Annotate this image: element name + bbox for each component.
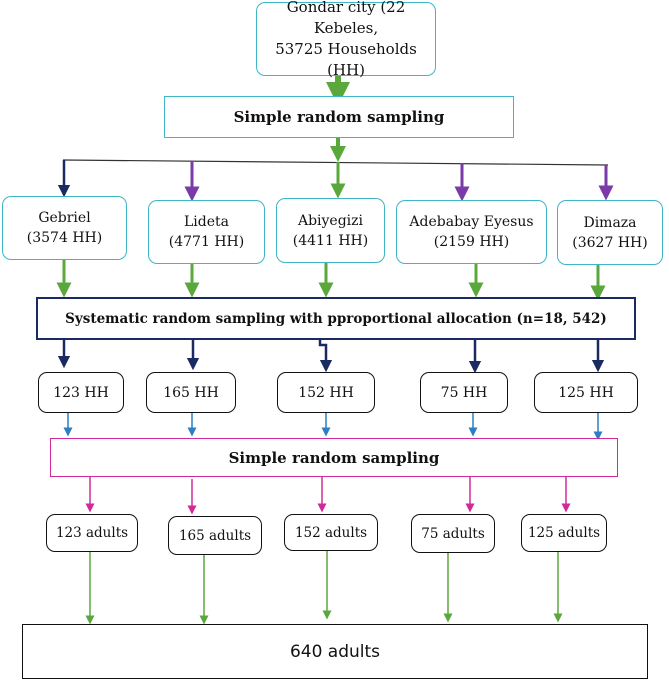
root-line-2: 53725 Households (HH) — [275, 40, 417, 79]
kebele-households: (4771 HH) — [168, 234, 245, 250]
sample-hh-label: 125 HH — [558, 384, 614, 401]
adults-box-2: 165 adults — [168, 516, 262, 555]
kebele-name: Abiyegizi — [297, 212, 364, 229]
adults-box-1: 123 adults — [46, 514, 138, 552]
adults-label: 125 adults — [527, 525, 601, 541]
kebele-abiyegizi-box: Abiyegizi (4411 HH) — [276, 198, 385, 263]
kebele-dimaza-box: Dimaza (3627 HH) — [557, 200, 663, 265]
total-label: 640 adults — [289, 641, 381, 662]
kebele-households: (3574 HH) — [26, 230, 103, 246]
adults-box-4: 75 adults — [411, 514, 495, 553]
sample-hh-box-3: 152 HH — [277, 372, 375, 413]
stage1-simple-random-sampling: Simple random sampling — [164, 96, 514, 138]
kebele-name: Adebabay Eyesus — [409, 214, 534, 230]
kebele-adebabay-eyesus-box: Adebabay Eyesus (2159 HH) — [396, 200, 547, 264]
root-gondar-city-box: Gondar city (22 Kebeles, 53725 Household… — [256, 0, 436, 79]
sample-hh-box-2: 165 HH — [146, 372, 236, 413]
adults-box-5: 125 adults — [521, 514, 607, 552]
sample-hh-box-5: 125 HH — [534, 372, 638, 413]
adults-box-3: 152 adults — [284, 514, 378, 551]
kebele-name: Dimaza — [583, 214, 637, 231]
kebele-households: (2159 HH) — [433, 234, 510, 250]
split-line — [62, 159, 609, 166]
sample-hh-label: 165 HH — [163, 384, 219, 401]
sample-hh-label: 123 HH — [53, 384, 109, 401]
sample-hh-box-4: 75 HH — [420, 372, 508, 413]
kebele-households: (4411 HH) — [292, 232, 369, 249]
kebele-lideta-box: Lideta (4771 HH) — [148, 200, 265, 264]
stage2-systematic-sampling: Systematic random sampling with pproport… — [36, 297, 636, 340]
arrow-stage2-to-sample-3 — [318, 340, 333, 373]
kebele-gebriel-box: Gebriel (3574 HH) — [2, 196, 127, 260]
adults-label: 165 adults — [178, 527, 252, 544]
stage3-simple-random-sampling: Simple random sampling — [50, 438, 618, 477]
total-adults-box: 640 adults — [22, 624, 648, 679]
adults-label: 152 adults — [294, 524, 368, 541]
stage3-label: Simple random sampling — [228, 448, 440, 467]
sample-hh-box-1: 123 HH — [38, 372, 124, 413]
sample-hh-label: 75 HH — [440, 384, 488, 401]
kebele-name: Gebriel — [38, 210, 91, 226]
stage1-label: Simple random sampling — [233, 108, 445, 126]
kebele-name: Lideta — [184, 214, 229, 230]
adults-label: 75 adults — [421, 525, 485, 542]
stage2-label: Systematic random sampling with pproport… — [65, 310, 607, 327]
adults-label: 123 adults — [55, 525, 129, 541]
root-line-1: Gondar city (22 Kebeles, — [286, 0, 406, 37]
sample-hh-label: 152 HH — [298, 384, 354, 401]
kebele-households: (3627 HH) — [572, 234, 648, 251]
